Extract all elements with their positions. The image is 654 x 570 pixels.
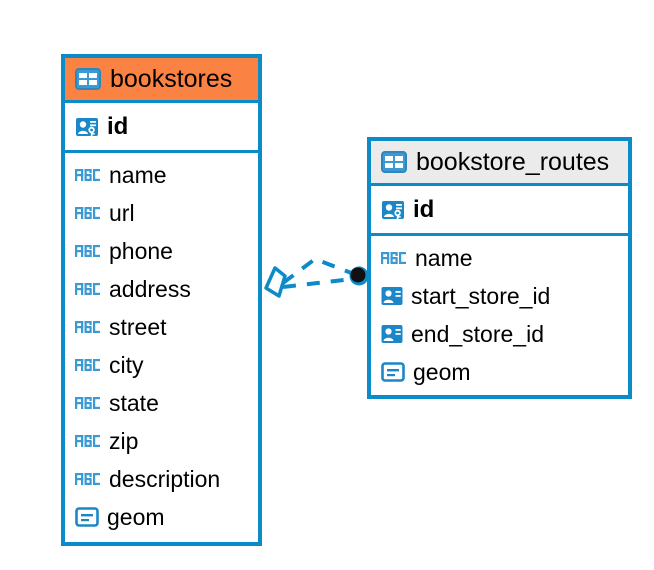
field-label: geom xyxy=(107,503,165,530)
entity-title: bookstore_routes xyxy=(416,147,610,176)
field-label: street xyxy=(109,313,167,340)
field-row-state[interactable]: state xyxy=(65,384,258,422)
abc-text-icon xyxy=(75,205,101,221)
field-row-street[interactable]: street xyxy=(65,308,258,346)
field-label: id xyxy=(107,112,129,140)
abc-text-icon xyxy=(75,357,101,373)
field-label: id xyxy=(413,195,435,223)
field-row-city[interactable]: city xyxy=(65,346,258,384)
field-row-address[interactable]: address xyxy=(65,270,258,308)
filled-circle-marker xyxy=(349,266,369,286)
abc-text-icon xyxy=(75,243,101,259)
entity-bookstore-routes[interactable]: bookstore_routes id xyxy=(367,137,632,399)
field-label: end_store_id xyxy=(411,320,544,347)
field-label: geom xyxy=(413,358,471,385)
geometry-icon xyxy=(381,362,405,382)
primary-key-icon xyxy=(75,115,99,139)
field-row-zip[interactable]: zip xyxy=(65,422,258,460)
field-row-id[interactable]: id xyxy=(65,103,258,150)
field-label: state xyxy=(109,389,159,416)
abc-text-icon xyxy=(75,167,101,183)
field-row-description[interactable]: description xyxy=(65,460,258,498)
table-icon xyxy=(381,151,407,173)
relationship-line-upper xyxy=(281,256,355,285)
fields-section: name start_store_id xyxy=(371,236,628,396)
abc-text-icon xyxy=(75,281,101,297)
table-icon xyxy=(75,68,101,90)
field-label: name xyxy=(415,244,473,271)
field-label: zip xyxy=(109,427,139,454)
field-label: address xyxy=(109,275,191,302)
primary-key-icon xyxy=(381,198,405,222)
field-row-geom[interactable]: geom xyxy=(371,353,628,391)
field-row-name[interactable]: name xyxy=(371,239,628,277)
field-row-id[interactable]: id xyxy=(371,186,628,233)
primary-key-section: id xyxy=(371,186,628,236)
relationship-line-lower xyxy=(282,277,353,289)
field-label: phone xyxy=(109,237,173,264)
abc-text-icon xyxy=(75,395,101,411)
field-row-end-store-id[interactable]: end_store_id xyxy=(371,315,628,353)
field-label: start_store_id xyxy=(411,282,551,309)
field-row-start-store-id[interactable]: start_store_id xyxy=(371,277,628,315)
diamond-many-marker xyxy=(264,266,287,298)
field-label: name xyxy=(109,161,167,188)
field-row-phone[interactable]: phone xyxy=(65,232,258,270)
entity-header-bookstore-routes[interactable]: bookstore_routes xyxy=(371,141,628,186)
field-label: city xyxy=(109,351,144,378)
entity-bookstores[interactable]: bookstores id xyxy=(61,54,262,546)
abc-text-icon xyxy=(75,433,101,449)
abc-text-icon xyxy=(75,319,101,335)
entity-header-bookstores[interactable]: bookstores xyxy=(65,58,258,103)
field-row-name[interactable]: name xyxy=(65,156,258,194)
field-row-url[interactable]: url xyxy=(65,194,258,232)
abc-text-icon xyxy=(381,250,407,266)
abc-text-icon xyxy=(75,471,101,487)
field-row-geom[interactable]: geom xyxy=(65,498,258,536)
geometry-icon xyxy=(75,507,99,527)
primary-key-section: id xyxy=(65,103,258,153)
field-label: url xyxy=(109,199,135,226)
foreign-key-icon xyxy=(381,286,403,306)
entity-title: bookstores xyxy=(110,64,233,93)
fields-section: name u xyxy=(65,153,258,541)
foreign-key-icon xyxy=(381,324,403,344)
field-label: description xyxy=(109,465,221,492)
